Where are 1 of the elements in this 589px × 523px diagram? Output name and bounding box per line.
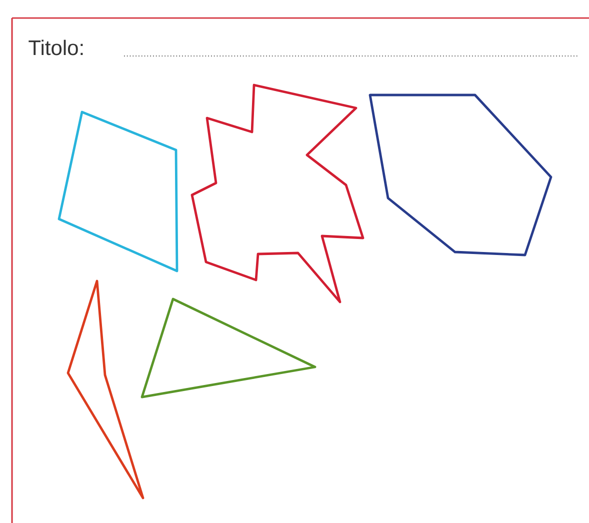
title-label: Titolo: [28, 40, 83, 56]
